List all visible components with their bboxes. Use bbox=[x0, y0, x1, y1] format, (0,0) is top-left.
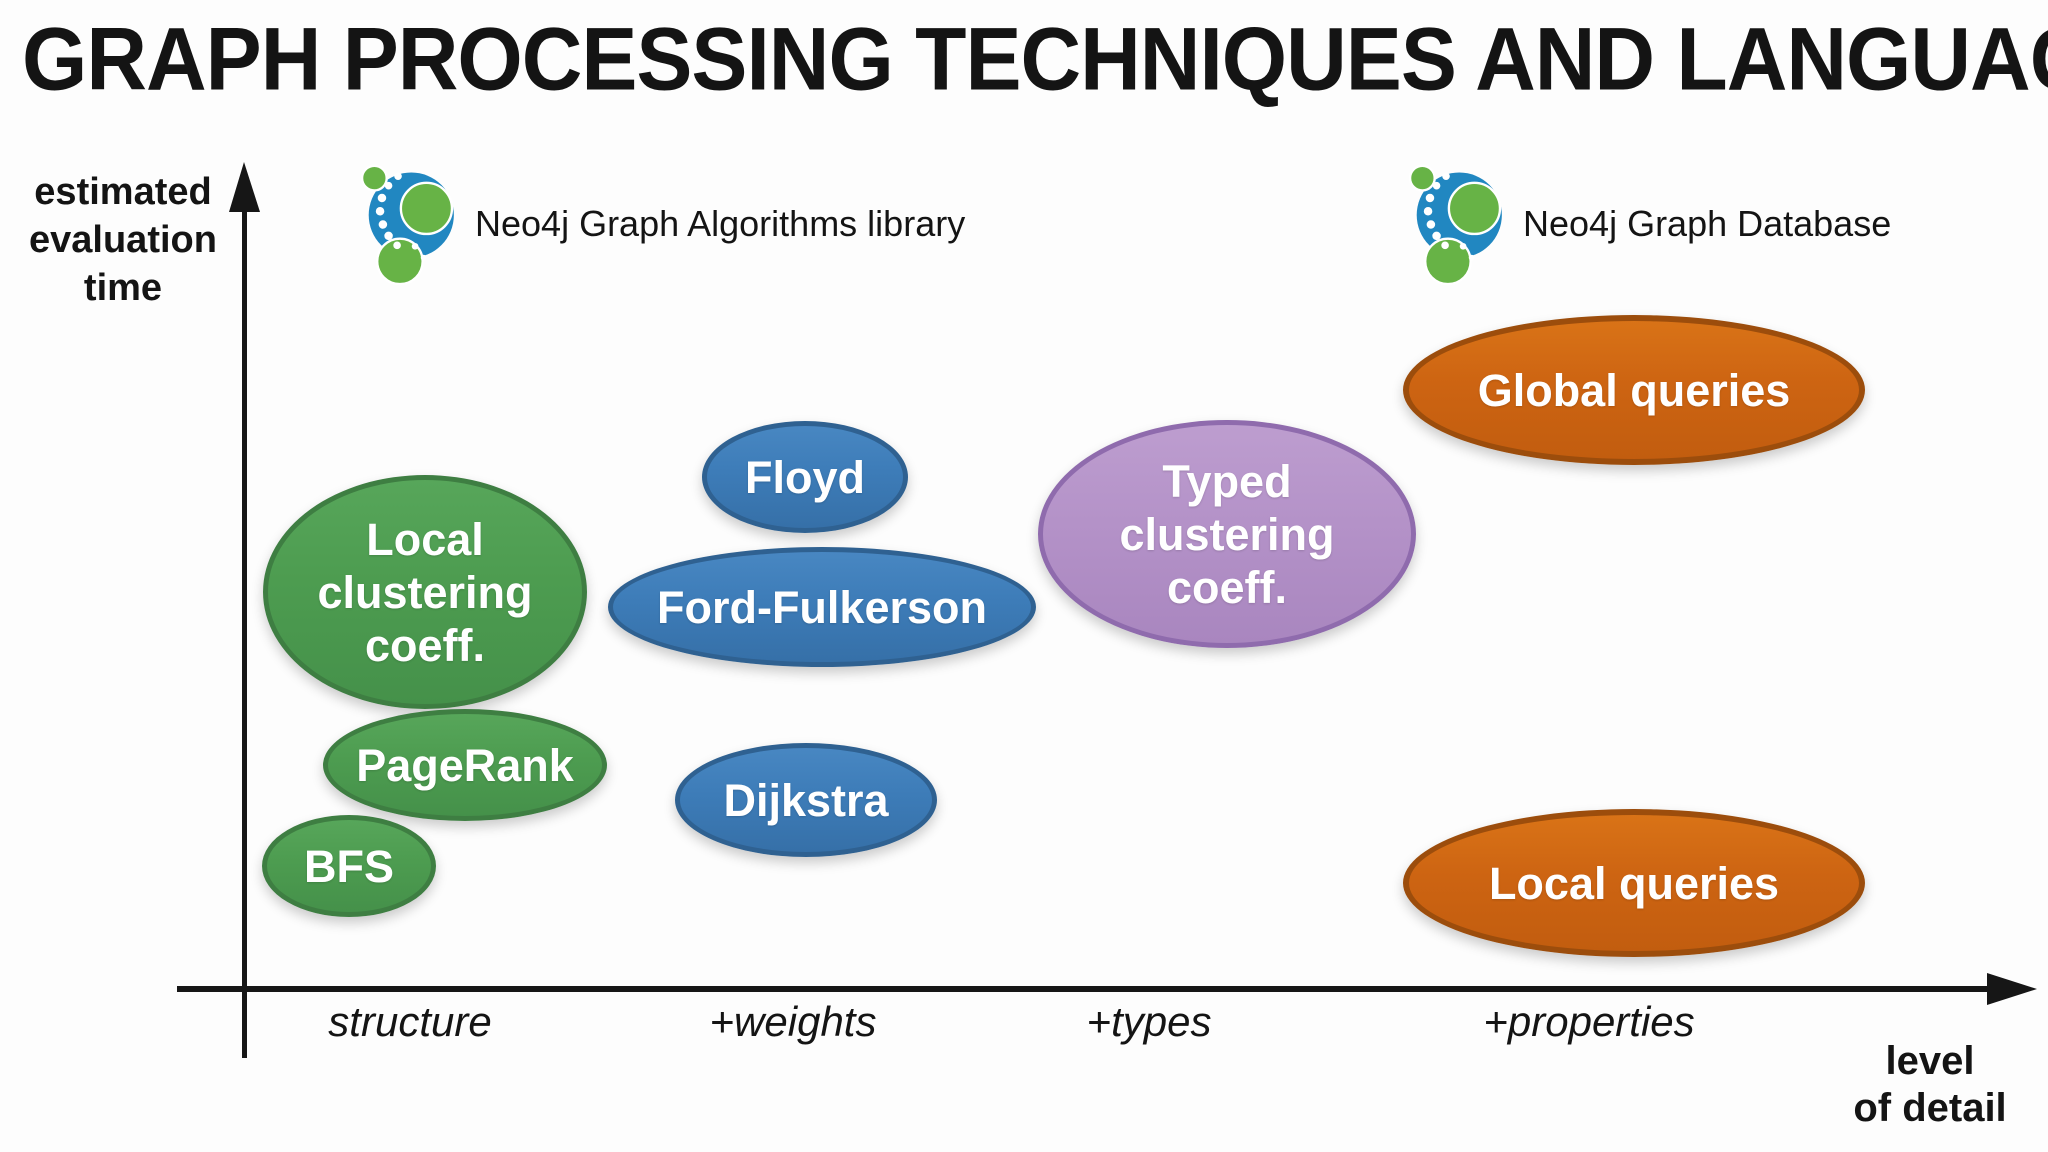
bubble-ford-fulkerson: Ford-Fulkerson bbox=[608, 547, 1036, 667]
bubble-label: Dijkstra bbox=[723, 774, 889, 826]
bubble-global-queries: Global queries bbox=[1403, 315, 1865, 465]
bubble-label: Typed clustering coeff. bbox=[1119, 455, 1335, 613]
legend-label: Neo4j Graph Algorithms library bbox=[475, 203, 966, 244]
bubble-label: Local clustering coeff. bbox=[317, 513, 533, 671]
bubble-bfs: BFS bbox=[262, 815, 436, 917]
y-axis-arrow bbox=[229, 162, 260, 1058]
neo4j-logo-icon bbox=[1408, 164, 1502, 285]
bubble-label: PageRank bbox=[356, 739, 574, 791]
neo4j-logo-icon bbox=[360, 164, 454, 285]
x-axis-label-properties: +properties bbox=[1483, 998, 1695, 1045]
bubble-label: BFS bbox=[304, 840, 394, 892]
bubble-typed-clustering-coeff: Typed clustering coeff. bbox=[1038, 420, 1416, 648]
legend-algorithms-library: Neo4j Graph Algorithms library bbox=[360, 160, 965, 288]
bubble-floyd: Floyd bbox=[702, 421, 908, 533]
page-title: GRAPH PROCESSING TECHNIQUES AND LANGUAGE… bbox=[22, 9, 2048, 109]
x-axis-label-structure: structure bbox=[328, 998, 492, 1045]
bubble-dijkstra: Dijkstra bbox=[675, 743, 937, 857]
legend-graph-database: Neo4j Graph Database bbox=[1408, 160, 1891, 288]
x-axis-title: level of detail bbox=[1853, 1039, 2007, 1130]
bubble-label: Ford-Fulkerson bbox=[656, 581, 987, 633]
legend-label: Neo4j Graph Database bbox=[1523, 203, 1892, 244]
x-axis-arrow bbox=[177, 973, 2037, 1005]
x-axis-label-weights: +weights bbox=[709, 998, 877, 1045]
bubble-pagerank: PageRank bbox=[323, 709, 607, 821]
y-axis-label: estimated evaluation time bbox=[29, 171, 217, 309]
x-axis-label-types: +types bbox=[1086, 998, 1212, 1045]
bubble-local-queries: Local queries bbox=[1403, 809, 1865, 957]
bubble-label: Local queries bbox=[1488, 857, 1780, 909]
bubble-label: Global queries bbox=[1477, 364, 1791, 416]
bubble-local-clustering-coeff: Local clustering coeff. bbox=[263, 475, 587, 709]
bubble-label: Floyd bbox=[745, 451, 865, 503]
